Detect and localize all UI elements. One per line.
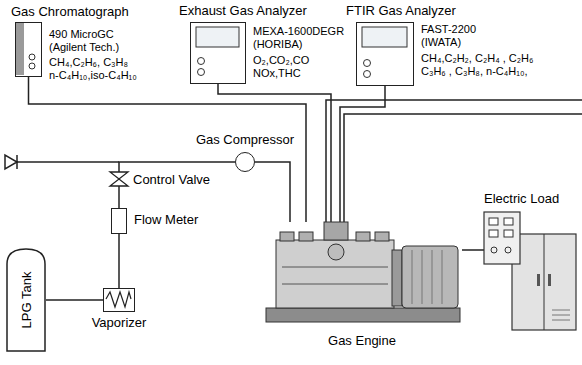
chromatograph-device: Gas Chromatograph490 MicroGC (Agilent Te…	[15, 22, 42, 77]
pipe-connector	[29, 77, 307, 222]
gas-tank: LPG Tank	[6, 248, 46, 352]
pipe-connector	[118, 186, 120, 208]
exhaust-pipe-outer	[326, 100, 582, 222]
vaporizer-box-drawing	[104, 289, 133, 310]
analyzer-device-drawing	[357, 23, 412, 84]
analyzer-device: FTIR Gas AnalyzerFAST-2200 (IWATA)CH₄,C₂…	[356, 22, 414, 86]
chromatograph-device-drawing	[16, 23, 40, 75]
flow-meter-box: Flow Meter	[111, 208, 127, 234]
electric-load-cabinet-drawing	[484, 212, 578, 332]
analyzer-device: Exhaust Gas AnalyzerMEXA-1600DEGR (HORIB…	[190, 22, 246, 84]
valve-symbol: Control Valve	[110, 172, 128, 186]
device-title: Gas Chromatograph	[11, 4, 129, 19]
engine-generator: Gas Engine	[262, 222, 462, 330]
part-label: Electric Load	[484, 191, 559, 206]
model-name: MEXA-1600DEGR (HORIBA)	[253, 25, 347, 51]
measured-gases: CH₄,C₂H₆, C₃H₈ n-C₄H₁₀,iso-C₄H₁₀	[49, 56, 139, 82]
part-label: Control Valve	[133, 172, 210, 187]
pipe-connector	[118, 234, 120, 288]
part-label: Flow Meter	[134, 212, 198, 227]
model-name: 490 MicroGC (Agilent Tech.)	[49, 28, 122, 54]
pipe-connector	[46, 299, 103, 301]
measured-gases: CH₄,C₂H₂, C₂H₄ , C₂H₆ C₃H₆ , C₃H₈, n-C₄H…	[421, 52, 536, 78]
check-valve-symbol	[5, 155, 17, 169]
vaporizer-box: Vaporizer	[103, 288, 135, 312]
part-label: Gas Engine	[328, 333, 396, 348]
pipe-connector	[218, 84, 331, 222]
part-label: Vaporizer	[92, 315, 147, 330]
pipe-connector	[255, 162, 290, 222]
pipe-connector	[340, 86, 385, 222]
analyzer-device-drawing	[191, 23, 244, 82]
device-title: FTIR Gas Analyzer	[346, 3, 456, 18]
compressor-circle: Gas Compressor	[235, 152, 255, 172]
measured-gases: O₂,CO₂,CO NOx,THC	[253, 54, 312, 80]
model-name: FAST-2200 (IWATA)	[421, 23, 479, 49]
gas-pipe	[17, 161, 119, 163]
pipe-connector	[119, 162, 235, 172]
engine-generator-drawing	[262, 222, 462, 330]
exhaust-pipe-inner	[344, 114, 582, 222]
part-label: Gas Compressor	[196, 132, 294, 147]
part-label: LPG Tank	[19, 272, 34, 329]
electric-load-cabinet: Electric Load	[484, 212, 578, 332]
device-title: Exhaust Gas Analyzer	[179, 3, 307, 18]
pipe-connector	[462, 249, 484, 251]
valve-symbol-drawing	[110, 172, 128, 186]
